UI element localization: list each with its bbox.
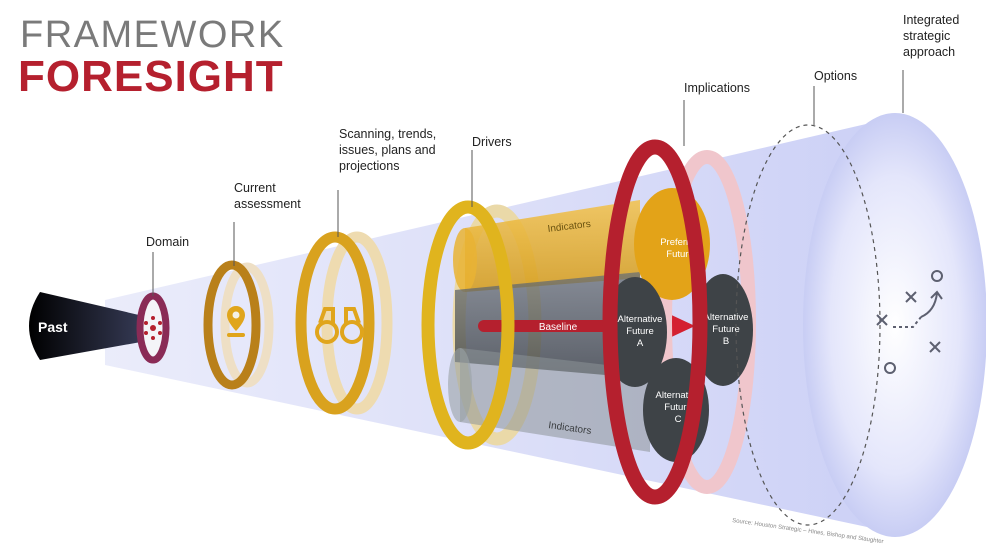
- alt-future-a-line1: Alternative: [618, 314, 663, 325]
- current-assessment-line2: assessment: [234, 197, 301, 211]
- leader-lines: [152, 70, 904, 296]
- scanning-line3: projections: [339, 159, 399, 173]
- integrated-line1: Integrated: [903, 13, 959, 27]
- integrated-approach-disc: [803, 113, 986, 537]
- alternative-future-b-sphere: Alternative Future B: [693, 274, 753, 386]
- past-cone: [29, 292, 152, 360]
- alt-future-c-line2: Future: [664, 402, 691, 413]
- scanning-line1: Scanning, trends,: [339, 127, 436, 141]
- location-pin-icon: [227, 306, 245, 337]
- integrated-line3: approach: [903, 45, 955, 59]
- alt-future-b-line3: B: [723, 336, 729, 347]
- options-label: Options: [814, 69, 857, 83]
- domain-label: Domain: [146, 235, 189, 249]
- baseline-label: Baseline: [539, 322, 578, 333]
- implications-label: Implications: [684, 81, 750, 95]
- alt-future-b-line1: Alternative: [704, 312, 749, 323]
- past-label: Past: [38, 319, 68, 335]
- domain-icon: [144, 316, 162, 340]
- integrated-line2: strategic: [903, 29, 950, 43]
- preferred-future-line1: Preferred: [660, 237, 700, 248]
- preferred-future-line2: Future: [666, 249, 693, 260]
- title-framework: FRAMEWORK: [20, 14, 285, 56]
- alt-future-b-line2: Future: [712, 324, 739, 335]
- alt-future-a-line2: Future: [626, 326, 653, 337]
- title-foresight: FORESIGHT: [18, 52, 284, 101]
- alt-future-c-line1: Alternative: [656, 390, 701, 401]
- options-dashed-ring: [735, 124, 881, 526]
- alt-future-c-line3: C: [675, 414, 682, 425]
- drivers-ring: [421, 200, 515, 450]
- scanning-ring: [295, 231, 375, 415]
- current-assessment-line1: Current: [234, 181, 276, 195]
- implications-ring: [602, 139, 708, 505]
- strategy-play-icon: [876, 270, 943, 374]
- alternative-future-a-sphere: Alternative Future A: [603, 277, 667, 387]
- indicators-top-label: Indicators: [547, 219, 591, 235]
- drivers-label: Drivers: [472, 135, 512, 149]
- current-assessment-ring: [203, 260, 261, 390]
- alt-future-a-line3: A: [637, 338, 644, 349]
- scanning-line2: issues, plans and: [339, 143, 436, 157]
- binoculars-icon: [315, 307, 364, 344]
